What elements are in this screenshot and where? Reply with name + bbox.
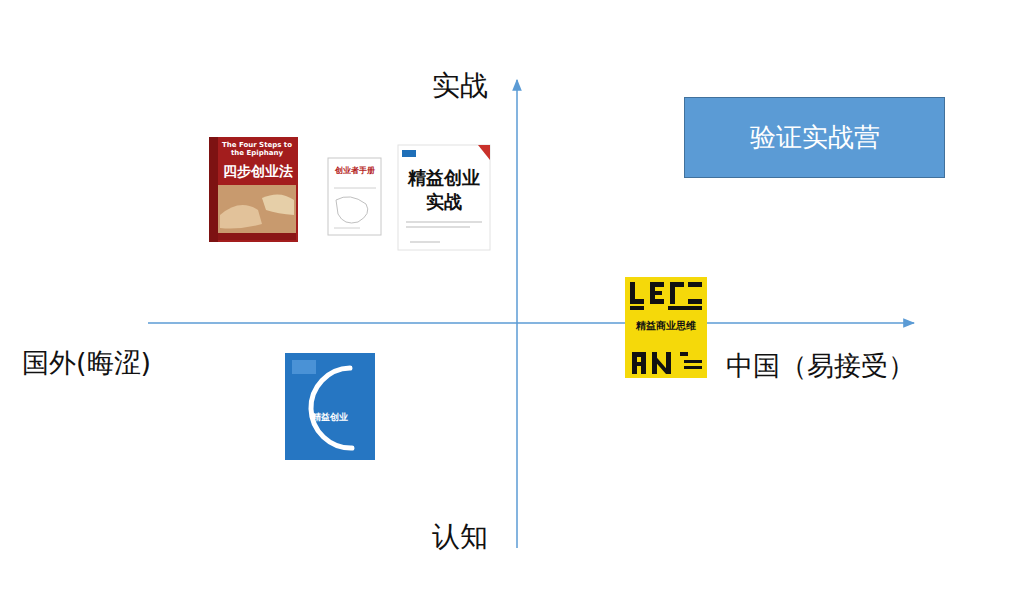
cover-title: The Four Steps to the Epiphany: [220, 141, 294, 157]
cover-title: 精益商业思维: [625, 320, 707, 332]
axis-label: 实战: [400, 70, 520, 102]
cover-title: 精益创业: [398, 168, 490, 189]
book-cover: [398, 145, 490, 250]
box-label: 验证实战营: [750, 120, 880, 155]
cover-title: 四步创业法: [218, 163, 298, 179]
process-box: 验证实战营: [684, 97, 945, 178]
horizontal-axis: [148, 322, 914, 324]
vertical-axis: [516, 80, 518, 548]
cover-title: 实战: [398, 192, 490, 213]
cover-title: 创业者手册: [330, 166, 379, 175]
book-cover: [285, 353, 375, 460]
book-cover: [209, 137, 298, 242]
axis-label: 国外(晦涩): [22, 347, 192, 378]
axis-label: 中国（易接受）: [726, 350, 1018, 381]
book-cover: [625, 277, 707, 378]
cover-title: 精益创业: [295, 412, 365, 422]
book-cover: [328, 158, 381, 235]
axis-label: 认知: [400, 521, 520, 553]
